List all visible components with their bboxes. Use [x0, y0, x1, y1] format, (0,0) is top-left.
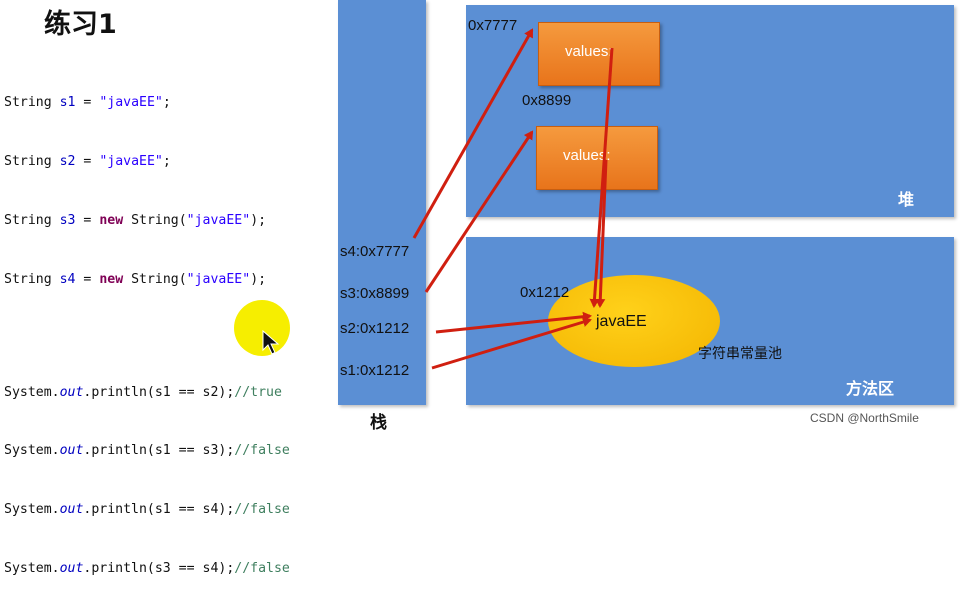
arrow-s1-to-pool — [431, 317, 592, 370]
code-ctor: String( — [123, 212, 187, 228]
code-eq: = — [75, 95, 100, 111]
code-call: .println(s3 == s4); — [83, 560, 235, 576]
code-string: "javaEE" — [186, 212, 251, 228]
code-eq: = — [75, 271, 100, 287]
code-comment: //false — [234, 502, 290, 518]
pool-name: 字符串常量池 — [698, 346, 782, 362]
method-area-label: 方法区 — [846, 379, 895, 398]
code-type: String — [4, 153, 52, 169]
code-ctor: String( — [123, 271, 187, 287]
code-keyword: new — [99, 212, 124, 228]
watermark: CSDN @NorthSmile — [810, 411, 919, 425]
code-eq: = — [75, 153, 100, 169]
code-line: System.out.println(s1 == s2);//true — [4, 383, 290, 403]
code-end: ; — [162, 153, 171, 169]
code-field: out — [59, 384, 84, 400]
code-keyword: new — [99, 271, 124, 287]
stack-ref-s4: s4:0x7777 — [340, 243, 410, 260]
code-call: .println(s1 == s2); — [83, 384, 235, 400]
heap-object-s4: values: — [538, 22, 660, 86]
stack-region — [338, 0, 426, 405]
code-class: System. — [4, 443, 60, 459]
code-line: System.out.println(s1 == s3);//false — [4, 441, 290, 461]
code-field: out — [59, 502, 84, 518]
code-end: ); — [250, 271, 267, 287]
code-string: "javaEE" — [186, 271, 251, 287]
arrow-obj1-to-pool — [589, 47, 614, 308]
code-call: .println(s1 == s3); — [83, 443, 235, 459]
code-type: String — [4, 212, 52, 228]
code-field: out — [59, 560, 84, 576]
arrow-s4-to-heap — [412, 28, 534, 239]
heap-object-s3: values: — [536, 126, 658, 190]
mouse-pointer-icon — [262, 330, 280, 355]
string-constant-pool — [548, 275, 720, 367]
page-title: 练习1 — [44, 9, 117, 40]
code-comment: //false — [234, 560, 290, 576]
heap-label: 堆 — [898, 190, 915, 209]
reference-arrows — [412, 28, 614, 370]
code-comment: //false — [234, 443, 290, 459]
heap-object-label: values: — [565, 43, 613, 60]
code-class: System. — [4, 560, 60, 576]
code-var: s2 — [59, 153, 76, 169]
pool-address: 0x1212 — [520, 284, 570, 301]
code-string: "javaEE" — [99, 153, 163, 169]
code-call: .println(s1 == s4); — [83, 502, 235, 518]
code-line: System.out.println(s3 == s4);//false — [4, 559, 290, 579]
code-type: String — [4, 95, 52, 111]
code-end: ; — [162, 95, 171, 111]
code-line: String s3 = new String("javaEE"); — [4, 211, 290, 231]
code-line: String s1 = "javaEE"; — [4, 93, 290, 113]
code-var: s3 — [59, 212, 76, 228]
code-eq: = — [75, 212, 100, 228]
arrow-s2-to-pool — [435, 311, 592, 334]
stack-label: 栈 — [370, 413, 387, 433]
code-line: String s4 = new String("javaEE"); — [4, 270, 290, 290]
code-string: "javaEE" — [99, 95, 163, 111]
arrow-s3-to-heap — [424, 130, 534, 293]
code-line: String s2 = "javaEE"; — [4, 152, 290, 172]
code-class: System. — [4, 502, 60, 518]
code-var: s4 — [59, 271, 76, 287]
heap-object-address: 0x7777 — [468, 17, 518, 34]
code-type: String — [4, 271, 52, 287]
stack-ref-s3: s3:0x8899 — [340, 285, 410, 302]
code-class: System. — [4, 384, 60, 400]
stack-ref-s2: s2:0x1212 — [340, 320, 410, 337]
heap-object-address: 0x8899 — [522, 92, 572, 109]
arrow-obj2-to-pool — [595, 159, 608, 308]
cursor-highlight — [234, 300, 290, 356]
code-var: s1 — [59, 95, 76, 111]
code-field: out — [59, 443, 84, 459]
heap-object-label: values: — [563, 147, 611, 164]
stack-ref-s1: s1:0x1212 — [340, 362, 410, 379]
code-comment: //true — [234, 384, 282, 400]
code-end: ); — [250, 212, 267, 228]
pool-value: javaEE — [596, 313, 647, 330]
code-line: System.out.println(s1 == s4);//false — [4, 500, 290, 520]
